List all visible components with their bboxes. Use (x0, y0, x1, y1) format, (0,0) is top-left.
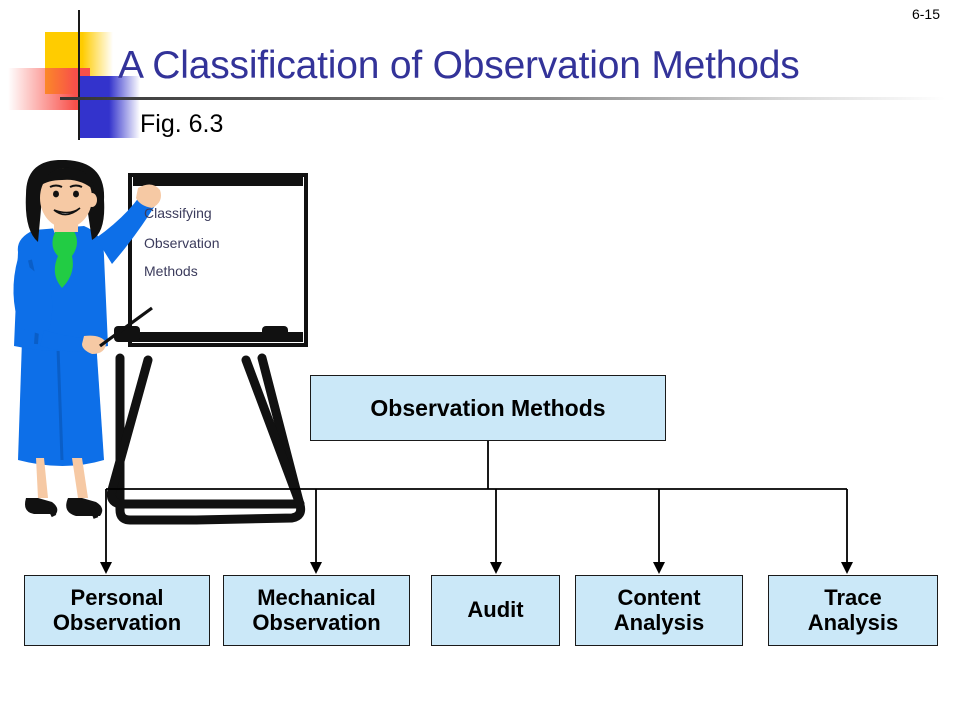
node-label-line2: Observation (52, 609, 182, 635)
page-number: 6-15 (911, 6, 940, 22)
node-label-line1: Trace (824, 584, 882, 610)
node-label: Trace Analysis (807, 584, 899, 636)
node-label: Observation Methods (370, 395, 606, 421)
node-label: Audit (467, 597, 524, 623)
decorative-logo-block (0, 10, 150, 140)
node-label-line1: Mechanical (257, 584, 376, 610)
node-observation-methods[interactable]: Observation Methods (310, 375, 666, 441)
figure-label: Fig. 6.3 (140, 110, 224, 138)
node-label-line2: Observation (252, 609, 381, 635)
title-divider (60, 97, 945, 100)
node-mechanical-observation[interactable]: Mechanical Observation (223, 575, 410, 646)
node-label-line2: Analysis (807, 609, 899, 635)
page-title: A Classification of Observation Methods (118, 44, 800, 87)
node-audit[interactable]: Audit (431, 575, 560, 646)
presenter-clipart (0, 159, 330, 530)
node-label-line2: Analysis (613, 609, 705, 635)
node-label-line1: Personal (70, 584, 164, 610)
flipchart-line-1: Classifying (144, 205, 212, 221)
node-label: Content Analysis (613, 584, 705, 636)
node-label: Personal Observation (52, 584, 182, 636)
node-label-line1: Content (617, 584, 701, 610)
blue-square-shape (78, 76, 140, 138)
node-personal-observation[interactable]: Personal Observation (24, 575, 210, 646)
flipchart-line-2: Observation (144, 235, 220, 251)
flipchart-line-3: Methods (144, 263, 198, 279)
vertical-rule-icon (78, 10, 80, 140)
node-trace-analysis[interactable]: Trace Analysis (768, 575, 938, 646)
node-label: Mechanical Observation (252, 584, 381, 636)
red-rectangle-shape (8, 68, 90, 110)
node-content-analysis[interactable]: Content Analysis (575, 575, 743, 646)
